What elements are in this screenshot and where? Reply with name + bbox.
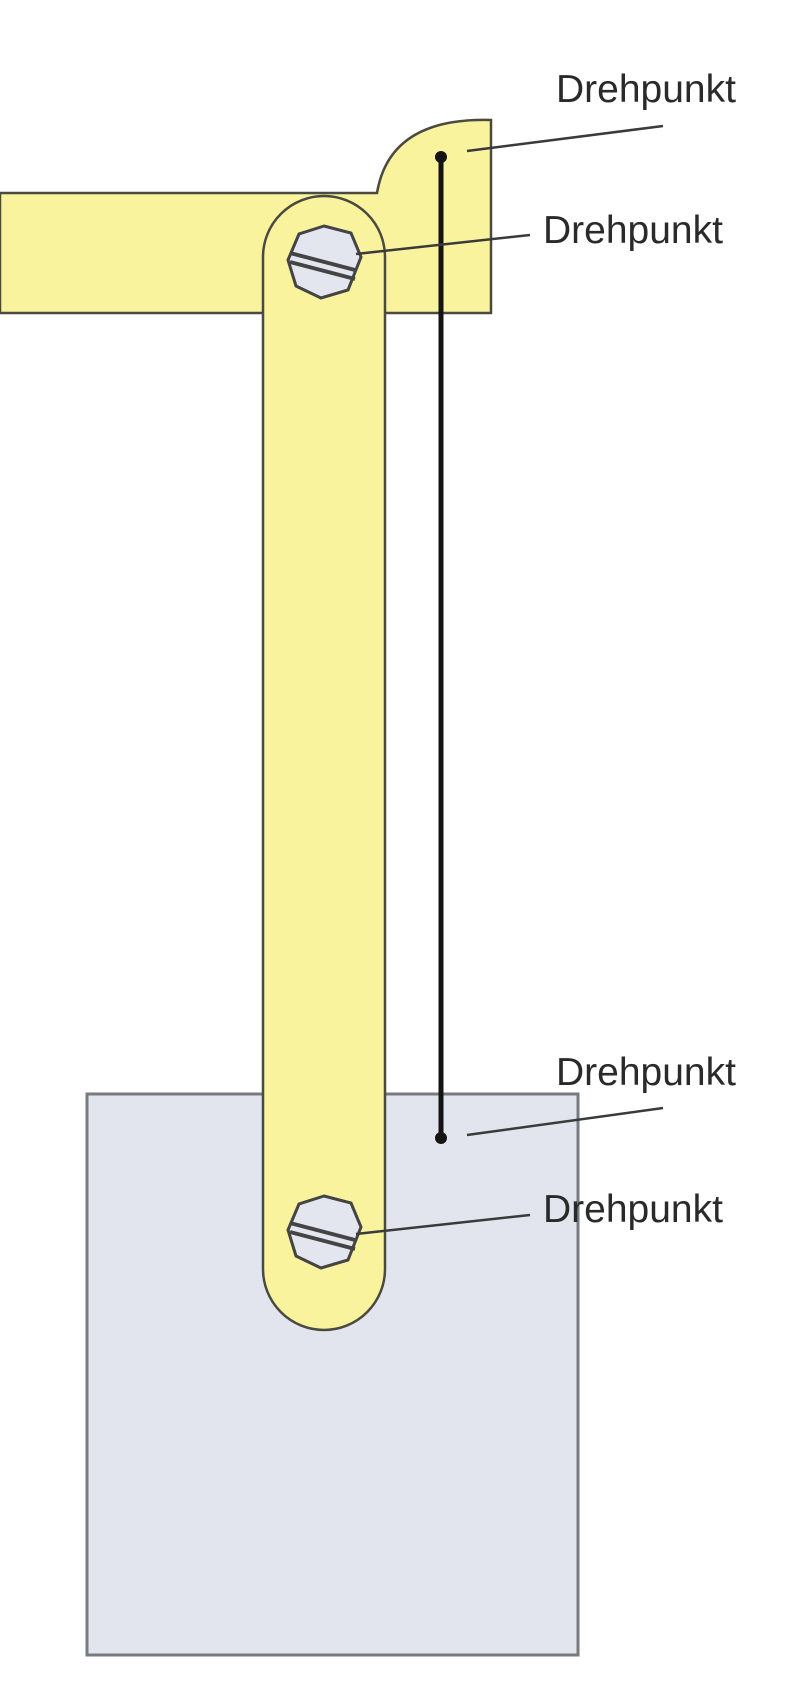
label-pivot-top-upper: Drehpunkt [556, 68, 736, 111]
label-pivot-top-lower: Drehpunkt [543, 209, 723, 252]
link-arm [261, 194, 387, 1332]
tie-rod-top-pivot [435, 151, 447, 163]
leader-line-bottom-upper [466, 1106, 664, 1137]
leader-line-top-lower [355, 233, 531, 256]
upper-screw-icon [286, 224, 363, 300]
label-pivot-bottom-upper: Drehpunkt [556, 1051, 736, 1094]
leader-line-top-upper [466, 124, 664, 153]
label-pivot-bottom-lower: Drehpunkt [543, 1188, 723, 1231]
lower-screw-icon [286, 1194, 363, 1270]
top-bracket [0, 118, 493, 315]
tie-rod-bottom-pivot [435, 1132, 447, 1144]
leader-line-bottom-lower [355, 1213, 531, 1236]
